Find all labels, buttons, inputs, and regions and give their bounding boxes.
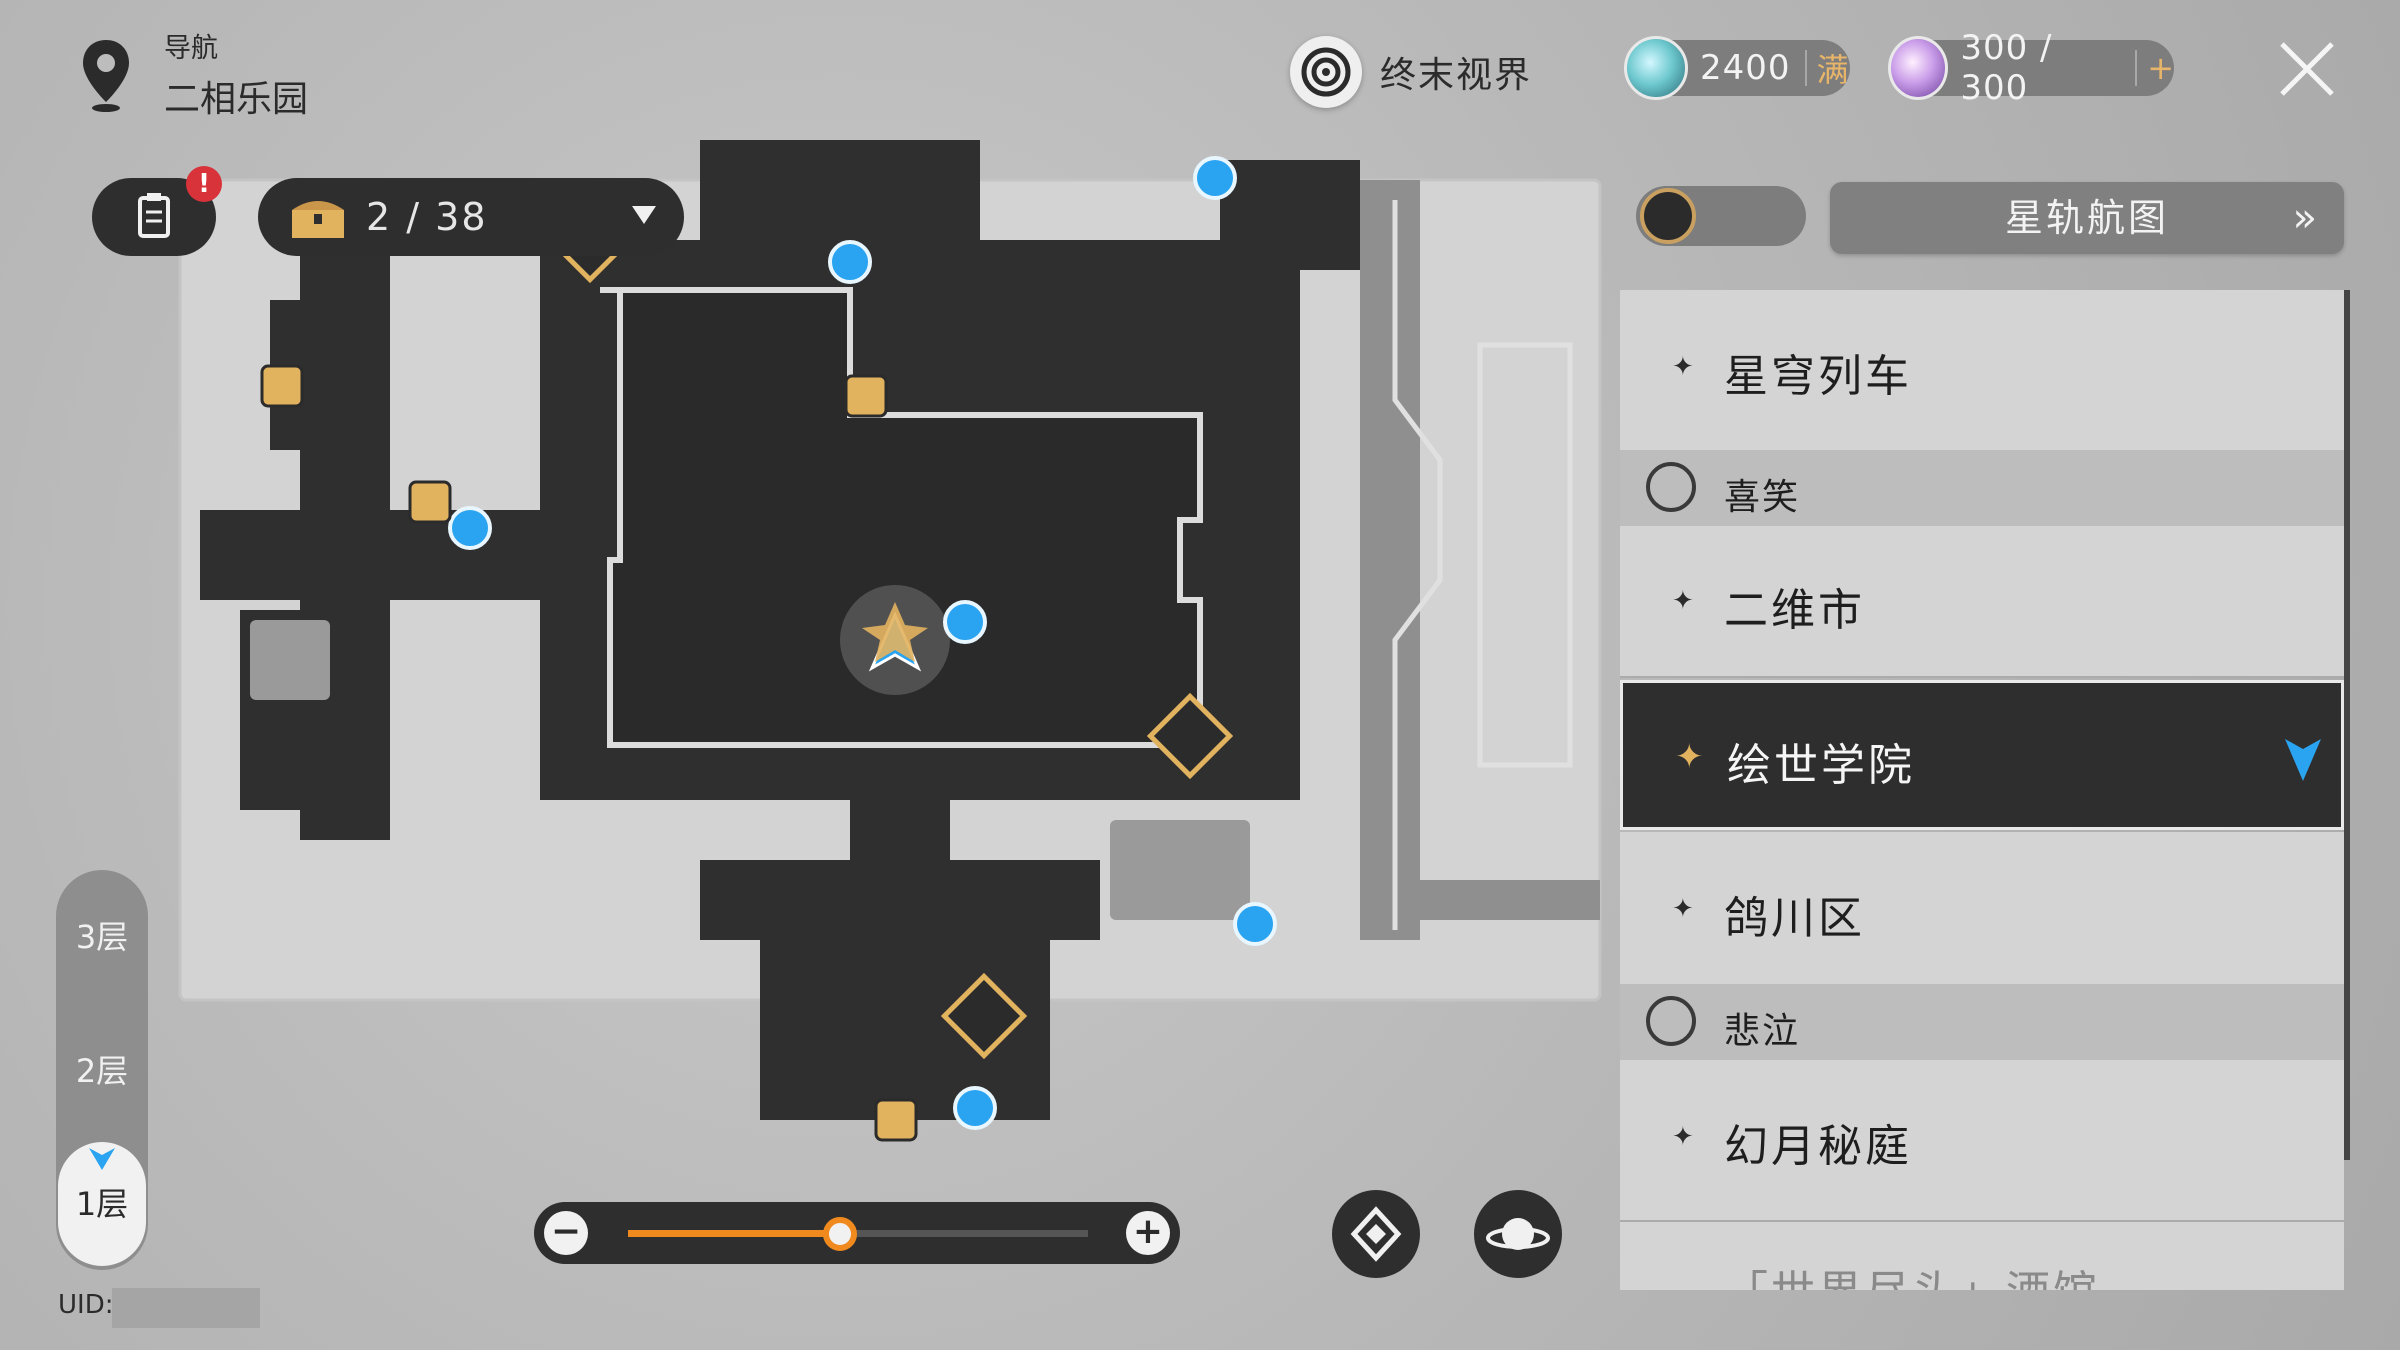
chevron-down-icon — [632, 206, 656, 224]
location-name: 二维市 — [1724, 585, 1865, 636]
location-list: ✦ 星穹列车 喜笑 ✦ 二维市 ✦ 绘世学院 ✦ 鸽川区 悲泣 ✦ 幻月秘庭 「… — [1620, 290, 2350, 1290]
uid-redacted — [112, 1288, 260, 1328]
separator — [1804, 50, 1807, 86]
treasure-filter-dropdown[interactable]: 2 / 38 — [258, 178, 684, 256]
alert-badge: ! — [186, 166, 222, 202]
star-rail-map-button[interactable]: 星轨航图 » — [1830, 182, 2344, 254]
zoom-slider-track[interactable] — [628, 1217, 1088, 1251]
close-icon[interactable] — [2276, 38, 2338, 100]
zoom-slider-thumb[interactable] — [822, 1217, 857, 1251]
region-name: 二相乐园 — [164, 79, 309, 120]
nav-label: 导航 — [164, 33, 218, 64]
planet-icon — [1486, 1218, 1550, 1250]
floor-selector: 3层 2层 1层 — [56, 870, 148, 1270]
current-location-marker-icon — [2285, 739, 2321, 781]
full-tag: 满 — [1816, 51, 1849, 89]
map-toggle-switch[interactable] — [1636, 186, 1806, 246]
trailblaze-power-icon — [1624, 36, 1688, 100]
location-name: 绘世学院 — [1727, 740, 1915, 791]
star-icon: ✦ — [1672, 894, 1694, 924]
uid-label: UID: — [58, 1290, 114, 1320]
zoom-slider-fill — [628, 1230, 840, 1237]
zoom-out-button[interactable]: − — [544, 1211, 588, 1255]
zoom-in-button[interactable]: + — [1126, 1211, 1170, 1255]
floor-2-button[interactable]: 2层 — [75, 1052, 129, 1090]
scrollbar[interactable] — [2344, 290, 2350, 1160]
location-item[interactable]: ✦ 星穹列车 — [1620, 290, 2344, 452]
home-button[interactable] — [1332, 1190, 1420, 1278]
planet-button[interactable] — [1474, 1190, 1562, 1278]
trailblaze-power-value: 2400 — [1700, 48, 1791, 88]
laughing-mask-icon — [1646, 462, 1696, 512]
category-header: 喜笑 — [1620, 450, 2344, 528]
terminus-label: 终末视界 — [1380, 55, 1533, 96]
treasure-chest-icon — [292, 201, 344, 238]
location-item-selected[interactable]: ✦ 绘世学院 — [1620, 680, 2344, 830]
location-name: 「世界尽头」酒馆 — [1724, 1256, 2100, 1290]
crying-mask-icon — [1646, 996, 1696, 1046]
separator — [2135, 50, 2138, 86]
selected-star-icon: ✦ — [1675, 737, 1704, 777]
fuel-counter[interactable]: 300 / 300 + — [1888, 28, 2174, 108]
location-item[interactable]: ✦ 鸽川区 — [1620, 832, 2344, 986]
location-pin-icon — [83, 40, 129, 112]
star-icon: ✦ — [1672, 1122, 1694, 1152]
terminus-icon — [1290, 36, 1362, 108]
current-floor-marker-icon — [89, 1148, 115, 1170]
add-fuel-button[interactable]: + — [2147, 49, 2174, 87]
category-name: 喜笑 — [1724, 477, 1801, 518]
category-name: 悲泣 — [1724, 1011, 1801, 1052]
trailblaze-power-counter[interactable]: 2400 满 — [1624, 36, 1850, 100]
star-rail-map-label: 星轨航图 — [2004, 196, 2169, 240]
clipboard-icon — [138, 193, 170, 238]
toggle-knob — [1640, 188, 1696, 244]
location-item[interactable]: ✦ 幻月秘庭 — [1620, 1060, 2344, 1222]
floor-3-button[interactable]: 3层 — [75, 918, 129, 956]
map-canvas[interactable] — [0, 0, 1620, 1350]
star-icon: ✦ — [1672, 352, 1694, 382]
location-item[interactable]: 「世界尽头」酒馆 — [1620, 1222, 2344, 1290]
location-item[interactable]: ✦ 二维市 — [1620, 526, 2344, 678]
zoom-control: − + — [534, 1202, 1180, 1264]
double-chevron-right-icon: » — [2292, 195, 2320, 241]
fuel-icon — [1888, 36, 1949, 100]
star-icon: ✦ — [1672, 586, 1694, 616]
terminus-button[interactable]: 终末视界 — [1290, 36, 1532, 108]
treasure-count: 2 / 38 — [366, 195, 488, 239]
location-name: 幻月秘庭 — [1724, 1121, 1912, 1172]
mission-log-button[interactable]: ! — [92, 166, 222, 256]
location-name: 鸽川区 — [1724, 893, 1865, 944]
location-name: 星穹列车 — [1724, 351, 1912, 402]
fuel-value: 300 / 300 — [1960, 28, 2053, 108]
category-header: 悲泣 — [1620, 984, 2344, 1062]
home-diamond-icon — [1350, 1206, 1402, 1262]
